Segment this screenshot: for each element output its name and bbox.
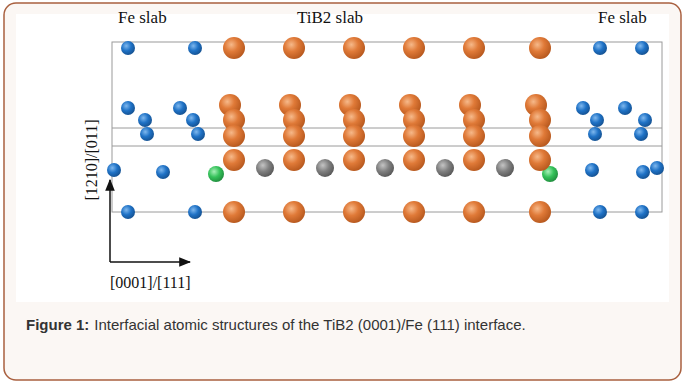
atom [463,125,485,147]
atom [638,113,652,127]
caption: Interfacial atomic structures of the TiB… [94,316,525,333]
atom [121,41,135,55]
atom [576,101,590,115]
atom [121,205,135,219]
atom [403,201,425,223]
atom [436,159,454,177]
atom [650,161,664,175]
atom [343,37,365,59]
atom [188,205,202,219]
axis-label: [1210]/[011] [83,119,101,200]
atom [256,159,274,177]
atom [585,163,599,177]
atom [463,37,485,59]
caption-block: Figure 1: Interfacial atomic structures o… [26,312,656,338]
atom [403,125,425,147]
atom [593,41,607,55]
atom [529,201,551,223]
atom [376,159,394,177]
atom [188,41,202,55]
atom [223,125,245,147]
figure-number: Figure 1: [26,316,89,333]
atom [173,101,187,115]
atom [635,205,649,219]
atom [618,101,632,115]
atom [223,149,245,171]
panel-border [4,3,681,380]
atom [529,149,551,171]
atom [403,149,425,171]
atom [121,101,135,115]
atom [529,125,551,147]
atom [283,201,305,223]
atom [223,37,245,59]
axis-label: [0001]/[111] [110,274,191,292]
figure-ground [16,14,669,302]
atom [593,205,607,219]
atom [107,163,121,177]
atom [140,127,154,141]
atom [343,201,365,223]
atom [590,113,604,127]
atom [283,125,305,147]
axis-arrow [110,261,190,263]
atom [191,127,205,141]
slab-label: Fe slab [598,8,647,28]
atom [529,37,551,59]
atom [186,113,200,127]
atom [496,159,514,177]
slab-label: Fe slab [118,8,167,28]
cell-box [112,42,662,212]
atom [403,37,425,59]
atom [156,165,170,179]
slab-label: TiB2 slab [297,8,363,28]
axis-arrow [109,180,111,262]
atom [138,113,152,127]
atom [316,159,334,177]
atom [634,127,648,141]
atom [283,37,305,59]
atom [463,149,485,171]
atom [208,166,224,182]
atom [635,41,649,55]
atom [588,127,602,141]
atoms [107,37,664,223]
atom [343,149,365,171]
atom [343,125,365,147]
atom [463,201,485,223]
atom [223,201,245,223]
atom [283,149,305,171]
atom [636,165,650,179]
